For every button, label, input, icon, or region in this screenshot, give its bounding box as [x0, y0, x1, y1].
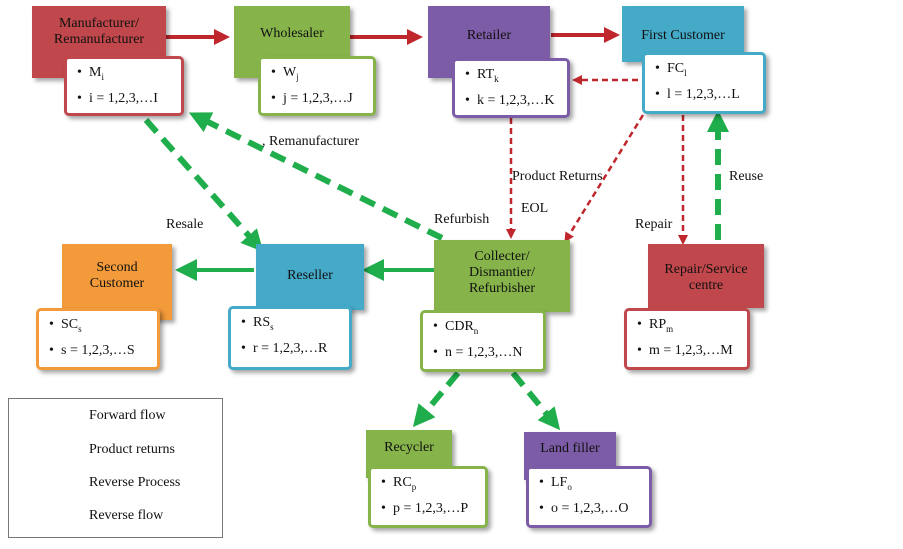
retailer-title: Retailer [466, 28, 512, 43]
reverse-collector-recycler [412, 371, 461, 428]
first-customer-range: l = 1,2,3,…L [667, 86, 740, 102]
reseller-info: •RSs •r = 1,2,3,…R [228, 306, 352, 370]
legend-forward-flow-label: Forward flow [89, 408, 166, 423]
landfiller-title: Land filler [540, 441, 600, 456]
repair-subscript: m [666, 323, 674, 334]
label-repair: Repair [635, 217, 673, 232]
manufacturer-range: i = 1,2,3,…I [89, 90, 158, 106]
retailer-range: k = 1,2,3,…K [477, 92, 555, 108]
second-customer-symbol: SC [61, 317, 79, 332]
label-reuse: Reuse [729, 169, 764, 184]
label-remanufacturer-prefix: , [262, 134, 269, 149]
repair-symbol: RP [649, 317, 667, 332]
label-remanufacturer-text: Remanufacturer [269, 134, 360, 149]
retailer-symbol: RT [477, 67, 495, 82]
label-product-returns: Product Returns [512, 169, 603, 184]
first-customer-info: •FCl •l = 1,2,3,…L [642, 52, 766, 114]
manufacturer-title: Manufacturer/ Remanufacturer [53, 16, 145, 47]
collector-symbol: CDR [445, 319, 474, 334]
second-customer-title: Second Customer [89, 260, 145, 291]
reverse-manufacturer-reseller [143, 118, 264, 252]
manufacturer-symbol: M [89, 65, 102, 80]
reseller-title: Reseller [287, 268, 333, 283]
label-resale: Resale [166, 217, 204, 232]
collector-range: n = 1,2,3,…N [445, 344, 523, 360]
wholesaler-range: j = 1,2,3,…J [283, 90, 353, 106]
repair-node: Repair/Service centre [648, 244, 764, 308]
second-customer-info: •SCs •s = 1,2,3,…S [36, 308, 160, 370]
retailer-subscript: k [494, 73, 499, 84]
second-customer-subscript: s [78, 323, 82, 334]
legend-reverse-process-label: Reverse Process [89, 475, 181, 490]
collector-title: Collecter/ Dismantier/ Refurbisher [468, 249, 536, 296]
label-refurbish: Refurbish [434, 212, 490, 227]
reverse-collector-manufacturer [188, 112, 444, 241]
label-eol: EOL [521, 201, 549, 216]
first-customer-subscript: l [684, 67, 687, 78]
landfiller-range: o = 1,2,3,…O [551, 500, 629, 516]
reverse-collector-landfiller [510, 371, 561, 431]
landfiller-info: •LFo •o = 1,2,3,…O [526, 466, 652, 528]
reseller-symbol: RS [253, 315, 271, 330]
wholesaler-info: •Wj •j = 1,2,3,…J [258, 56, 376, 116]
reseller-subscript: s [270, 321, 274, 332]
label-remanufacturer: , Remanufacturer [262, 134, 359, 150]
first-customer-symbol: FC [667, 61, 685, 76]
manufacturer-subscript: i [101, 71, 104, 82]
retailer-info: •RTk •k = 1,2,3,…K [452, 58, 570, 118]
legend-reverse-flow-label: Reverse flow [89, 508, 164, 523]
reseller-range: r = 1,2,3,…R [253, 340, 328, 356]
recycler-subscript: p [411, 481, 417, 492]
legend-product-returns-label: Product returns [89, 442, 175, 457]
recycler-symbol: RC [393, 475, 412, 490]
recycler-range: p = 1,2,3,…P [393, 500, 469, 516]
collector-node: Collecter/ Dismantier/ Refurbisher [434, 240, 570, 312]
wholesaler-symbol: W [283, 65, 297, 80]
wholesaler-subscript: j [296, 71, 299, 82]
repair-range: m = 1,2,3,…M [649, 342, 733, 358]
recycler-title: Recycler [384, 440, 434, 455]
repair-title: Repair/Service centre [664, 262, 748, 293]
repair-info: •RPm •m = 1,2,3,…M [624, 308, 750, 370]
landfiller-subscript: o [567, 481, 572, 492]
collector-subscript: n [473, 325, 479, 336]
second-customer-range: s = 1,2,3,…S [61, 342, 135, 358]
manufacturer-info: •Mi •i = 1,2,3,…I [64, 56, 184, 116]
second-customer-node: Second Customer [62, 244, 172, 320]
landfiller-symbol: LF [551, 475, 568, 490]
reseller-node: Reseller [256, 244, 364, 310]
recycler-info: •RCp •p = 1,2,3,…P [368, 466, 488, 528]
collector-info: •CDRn •n = 1,2,3,…N [420, 310, 546, 372]
return-first-customer-collector [564, 114, 645, 243]
wholesaler-title: Wholesaler [260, 26, 324, 41]
first-customer-title: First Customer [641, 28, 725, 43]
legend: Forward flow Product returns Reverse Pro… [8, 398, 223, 538]
